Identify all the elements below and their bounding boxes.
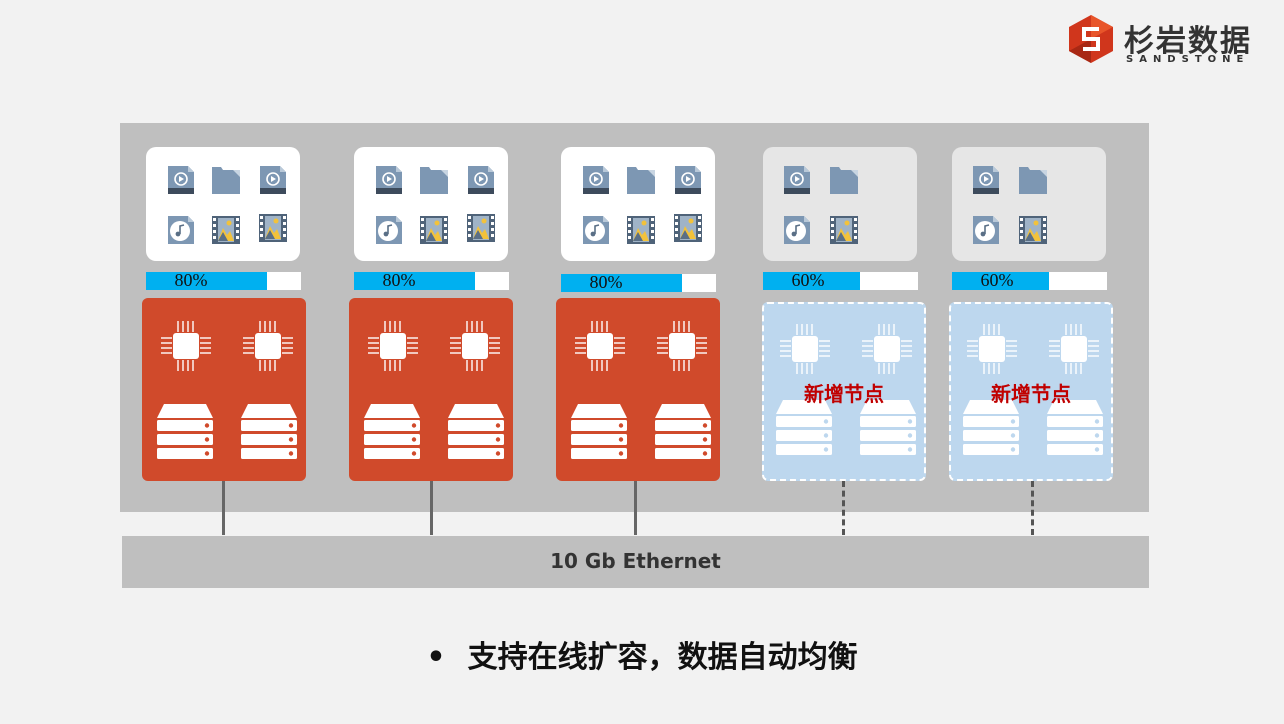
ethernet-bus: 10 Gb Ethernet — [122, 536, 1149, 588]
usage-label: 80% — [174, 270, 208, 290]
audio-file-icon — [579, 213, 613, 247]
cpu-chip-icon — [365, 318, 421, 374]
image-file-icon — [827, 213, 861, 247]
caption: • 支持在线扩容，数据自动均衡 — [0, 632, 1284, 676]
cpu-chip-icon — [859, 321, 915, 377]
cpu-chip-icon — [777, 321, 833, 377]
cpu-chip-icon — [447, 318, 503, 374]
usage-bar-fill — [146, 272, 267, 290]
caption-bullet: • — [426, 640, 446, 675]
audio-file-icon — [969, 213, 1003, 247]
usage-bar-fill — [561, 274, 682, 292]
cpu-chip-icon — [158, 318, 214, 374]
usage-label: 80% — [589, 272, 623, 292]
ethernet-label: 10 Gb Ethernet — [550, 549, 721, 573]
usage-bar-fill — [952, 272, 1049, 290]
image-file-icon — [209, 213, 243, 247]
server-icon — [240, 402, 298, 462]
usage-label: 60% — [980, 270, 1014, 290]
image-file-icon — [256, 211, 290, 245]
logo-subtitle: SANDSTONE — [1126, 54, 1250, 65]
new-node-label: 新增节点 — [804, 382, 884, 406]
usage-bar: 60% — [952, 270, 1107, 290]
usage-bar-fill — [354, 272, 475, 290]
folder-icon — [1016, 163, 1050, 197]
video-file-icon — [579, 163, 613, 197]
image-file-icon — [1016, 213, 1050, 247]
cpu-chip-icon — [964, 321, 1020, 377]
image-file-icon — [624, 213, 658, 247]
file-panel — [146, 147, 300, 261]
dashed-network-link — [842, 481, 845, 535]
cpu-chip-icon — [1046, 321, 1102, 377]
server-icon — [859, 398, 917, 458]
usage-bar: 80% — [561, 272, 716, 292]
server-icon — [775, 398, 833, 458]
usage-bar: 80% — [354, 270, 509, 290]
network-link — [222, 481, 225, 535]
cpu-chip-icon — [654, 318, 710, 374]
folder-icon — [624, 163, 658, 197]
server-icon — [1046, 398, 1104, 458]
audio-file-icon — [780, 213, 814, 247]
logo-name: 杉岩数据 — [1124, 24, 1252, 59]
video-file-icon — [164, 163, 198, 197]
usage-label: 80% — [382, 270, 416, 290]
folder-icon — [417, 163, 451, 197]
usage-bar: 60% — [763, 270, 918, 290]
usage-bar: 80% — [146, 270, 301, 290]
dashed-network-link — [1031, 481, 1034, 535]
image-file-icon — [417, 213, 451, 247]
video-file-icon — [780, 163, 814, 197]
server-icon — [654, 402, 712, 462]
file-panel — [952, 147, 1106, 261]
usage-label: 60% — [791, 270, 825, 290]
server-icon — [156, 402, 214, 462]
video-file-icon — [372, 163, 406, 197]
usage-bar-fill — [763, 272, 860, 290]
cpu-chip-icon — [572, 318, 628, 374]
video-file-icon — [464, 163, 498, 197]
new-server-node: 新增节点 — [949, 302, 1113, 481]
video-file-icon — [969, 163, 1003, 197]
new-server-node: 新增节点 — [762, 302, 926, 481]
video-file-icon — [671, 163, 705, 197]
logo-mark-icon — [1069, 15, 1113, 63]
image-file-icon — [464, 211, 498, 245]
folder-icon — [209, 163, 243, 197]
network-link — [430, 481, 433, 535]
server-node — [349, 298, 513, 481]
image-file-icon — [671, 211, 705, 245]
server-node — [142, 298, 306, 481]
audio-file-icon — [164, 213, 198, 247]
folder-icon — [827, 163, 861, 197]
server-icon — [962, 398, 1020, 458]
caption-text: 支持在线扩容，数据自动均衡 — [467, 640, 858, 675]
video-file-icon — [256, 163, 290, 197]
server-icon — [363, 402, 421, 462]
file-panel — [354, 147, 508, 261]
server-icon — [447, 402, 505, 462]
audio-file-icon — [372, 213, 406, 247]
network-link — [634, 481, 637, 535]
cpu-chip-icon — [240, 318, 296, 374]
new-node-label: 新增节点 — [991, 382, 1071, 406]
server-node — [556, 298, 720, 481]
file-panel — [561, 147, 715, 261]
server-icon — [570, 402, 628, 462]
file-panel — [763, 147, 917, 261]
sandstone-logo: 杉岩数据 SANDSTONE — [1066, 14, 1266, 70]
